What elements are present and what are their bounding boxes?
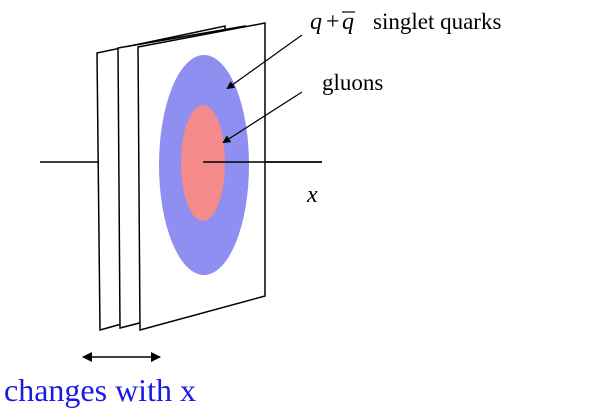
gluon-region: [181, 105, 225, 221]
quark-label: q + q singlet quarks: [310, 9, 501, 35]
quark-pointer-arrow: [226, 34, 303, 90]
caption-text: changes with x: [4, 372, 196, 408]
quark-label-q: q: [310, 9, 322, 35]
gluons-label: gluons: [322, 70, 383, 95]
x-axis-label: x: [306, 182, 318, 208]
quark-label-plus: +: [326, 9, 340, 35]
gluon-pointer-arrow: [222, 91, 303, 144]
quark-label-qbar: q: [342, 9, 354, 35]
quark-label-text: singlet quarks: [373, 9, 501, 34]
